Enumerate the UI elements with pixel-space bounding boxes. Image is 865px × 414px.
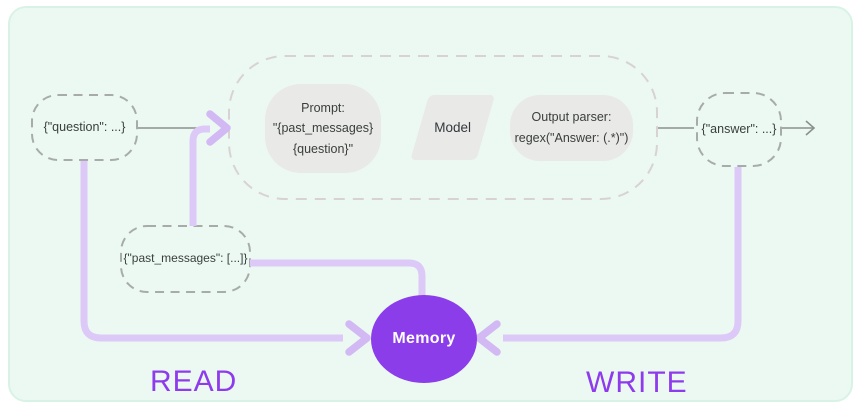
- memory-node: Memory: [371, 295, 477, 383]
- write-answer-to-memory-line: [503, 167, 742, 342]
- read-memory-arrowhead-icon: [345, 320, 371, 356]
- past-messages-node-outline: [120, 225, 251, 293]
- output-parser-line-1: Output parser:: [531, 110, 612, 125]
- memory-node-label: Memory: [392, 330, 456, 347]
- question-node: {"question": ...}: [32, 95, 137, 160]
- pastmessages-from-memory-line: [250, 259, 426, 299]
- read-label: READ: [150, 365, 238, 398]
- question-node-label: {"question": ...}: [43, 120, 126, 135]
- prompt-line-2: "{past_messages}: [272, 121, 374, 136]
- prompt-node: Prompt: "{past_messages} {question}": [265, 84, 381, 173]
- read-chain-arrowhead-icon: [206, 110, 231, 146]
- prompt-line-3: {question}": [292, 141, 354, 156]
- past-messages-node: {"past_messages": [...]}: [121, 226, 250, 292]
- answer-node: {"answer": ...}: [697, 93, 781, 166]
- model-node-label: Model: [434, 120, 472, 135]
- output-parser-line-2: regex("Answer: (.*)"): [514, 131, 629, 145]
- past-messages-node-label: {"past_messages": [...]}: [123, 251, 248, 266]
- prompt-line-1: Prompt:: [301, 100, 345, 115]
- model-node: Model: [410, 95, 495, 160]
- question-node-outline: [31, 94, 138, 161]
- read-question-to-memory-line: [80, 161, 343, 342]
- write-label: WRITE: [586, 366, 688, 399]
- output-parser-node: Output parser: regex("Answer: (.*)"): [510, 95, 633, 161]
- prompt-node-label: Prompt: "{past_messages} {question}": [273, 98, 373, 160]
- read-pastmessages-to-chain-line: [189, 125, 210, 226]
- output-parser-node-label: Output parser: regex("Answer: (.*)"): [515, 107, 629, 148]
- write-memory-arrowhead-icon: [475, 320, 501, 356]
- answer-output-arrowhead-icon: [805, 120, 816, 136]
- answer-node-label: {"answer": ...}: [701, 122, 777, 137]
- answer-node-outline: [696, 92, 782, 167]
